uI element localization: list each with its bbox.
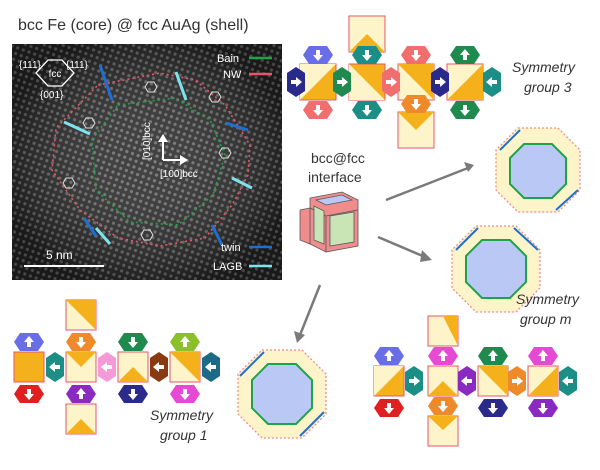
net-symmetry-group-3 <box>287 15 501 149</box>
legend-label-twin: twin <box>221 242 241 254</box>
fcc-hexagon-icon <box>35 59 75 87</box>
net-symmetry-group-1 <box>13 299 220 435</box>
arrows <box>294 162 474 343</box>
lagb-line <box>174 71 188 101</box>
lagb-line <box>94 227 112 245</box>
legend-label-lagb: LAGB <box>213 261 242 273</box>
twin-line <box>98 64 114 101</box>
figure-title: bcc Fe (core) @ fcc AuAg (shell) <box>18 17 249 34</box>
miller-right: {111} <box>66 60 89 71</box>
legend-label-nw: NW <box>223 69 242 81</box>
twin-line <box>82 217 98 237</box>
bain-boundary <box>91 97 226 226</box>
legend: Bain NW twin LAGB <box>213 53 272 273</box>
axis-arrows-icon <box>158 134 188 165</box>
miller-left: {111} <box>19 60 42 71</box>
axis-x-label: [100]bcc <box>160 169 198 180</box>
group-3-label-line1: Symmetry <box>512 59 576 75</box>
twin-line <box>210 224 224 246</box>
group-m-label-line1: Symmetry <box>516 291 580 307</box>
octagon-group-3 <box>495 127 581 213</box>
group-1-label-line1: Symmetry <box>150 407 214 423</box>
interface-label-line2: interface <box>308 169 362 185</box>
group-m-label-line2: group m <box>520 311 572 327</box>
miller-bottom: {001} <box>40 90 64 101</box>
group-3-label-line2: group 3 <box>524 79 572 95</box>
legend-label-bain: Bain <box>217 53 239 65</box>
twin-line <box>225 121 249 132</box>
net-symmetry-group-m <box>373 315 577 447</box>
truncated-cube-icon <box>299 191 359 253</box>
lagb-line <box>231 176 253 190</box>
octagon-group-m <box>451 225 541 313</box>
micrograph-panel: fcc {111} {111} {001} [010]bcc [100]bcc … <box>12 44 282 280</box>
group-1-label-line2: group 1 <box>160 427 207 443</box>
miller-center: fcc <box>49 69 62 80</box>
octagon-group-1 <box>237 349 327 439</box>
interface-label-line1: bcc@fcc <box>311 150 365 166</box>
scale-bar-label: 5 nm <box>46 248 73 262</box>
nw-boundary <box>51 72 251 247</box>
axis-y-label: [010]bcc <box>142 122 153 160</box>
lagb-line <box>63 120 91 136</box>
